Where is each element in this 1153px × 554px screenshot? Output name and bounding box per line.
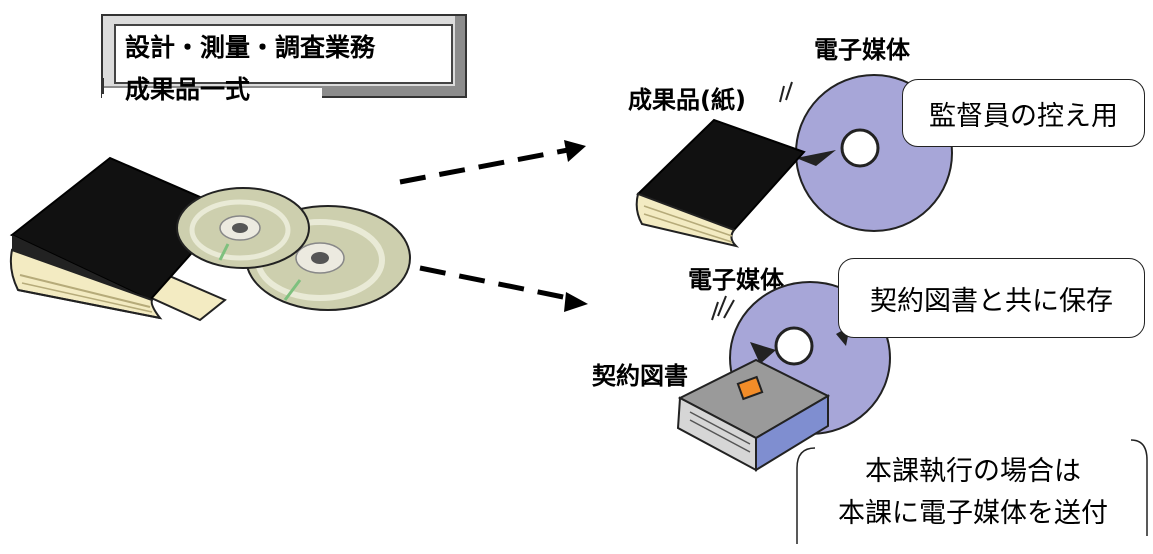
title-line-2: 成果品一式: [125, 75, 251, 104]
dashed-arrows: [399, 140, 588, 312]
label-contract-docs: 契約図書: [592, 362, 688, 390]
label-deliverables-paper: 成果品(紙): [628, 86, 746, 114]
black-book-icon: [9, 156, 232, 322]
arrow-to-contract: [419, 265, 588, 312]
label-electronic-media-top: 電子媒体: [814, 36, 910, 64]
note-line-1: 本課執行の場合は: [865, 456, 1081, 487]
note-bracket: [796, 439, 1148, 544]
label-electronic-media-mid: 電子媒体: [688, 266, 784, 294]
arrow-to-paper: [399, 140, 586, 185]
note-line-2: 本課に電子媒体を送付: [838, 498, 1108, 529]
title-line-1: 設計・測量・調査業務: [125, 33, 376, 62]
black-book-icon-small: [635, 118, 806, 248]
contract-book-icon: [676, 358, 831, 472]
book-with-cds-illustration: [9, 156, 411, 322]
cd-disc-icon-front: [176, 187, 310, 269]
callout-store-with-contract: 契約図書と共に保存: [838, 258, 1145, 338]
callout-supervisor-copy: 監督員の控え用: [902, 79, 1145, 147]
